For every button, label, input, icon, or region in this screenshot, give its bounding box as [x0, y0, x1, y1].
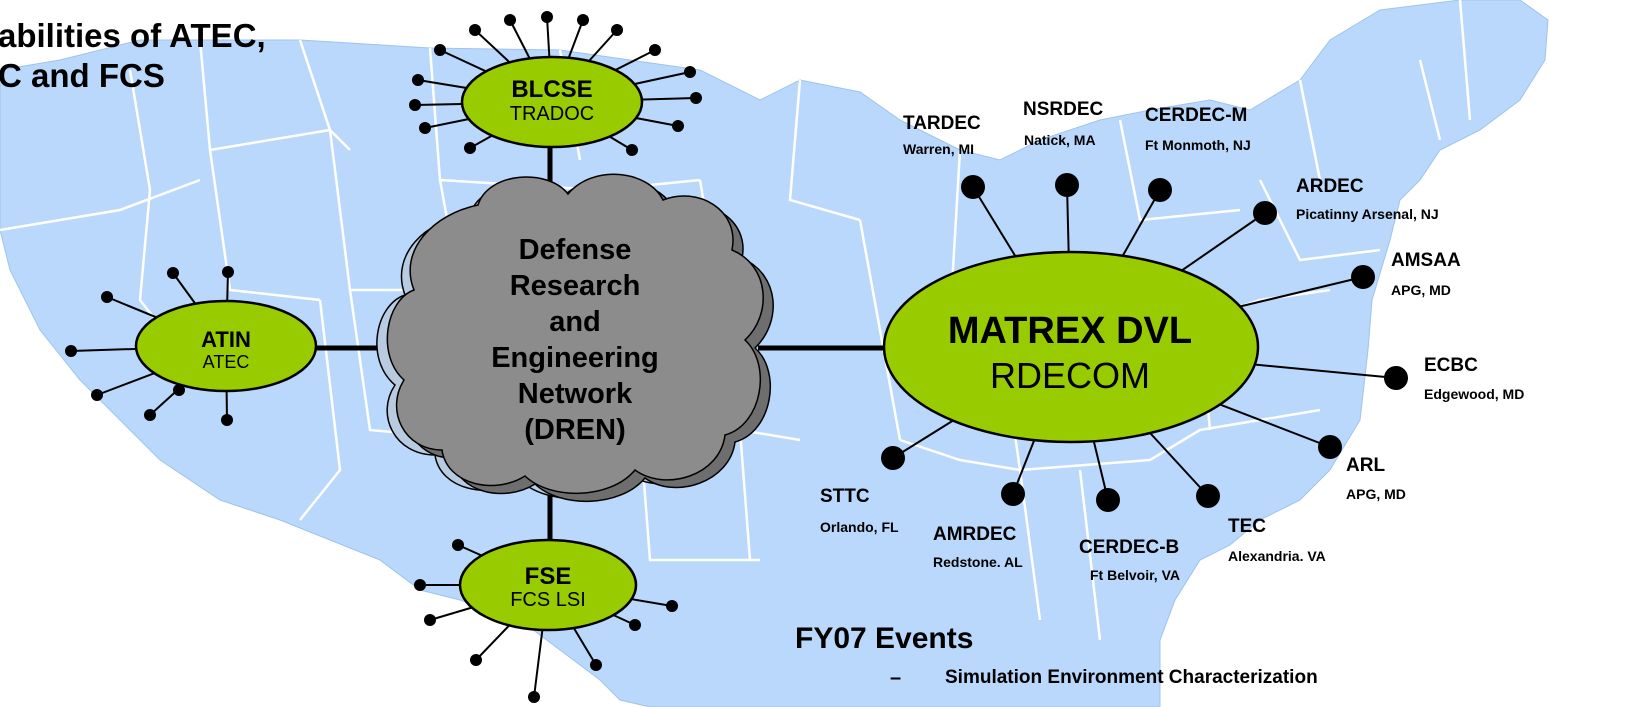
dren-line: (DREN) [524, 414, 626, 446]
slide-title: abilities of ATEC, C and FCS [0, 16, 266, 96]
hub-blcse-sub: TRADOC [509, 103, 595, 125]
dren-label: Defense Research and Engineering Network… [400, 232, 750, 448]
hub-matrex-name: MATREX DVL [947, 310, 1193, 352]
site-location-tec: Alexandria. VA [1228, 548, 1326, 564]
site-node-ardec [1253, 201, 1277, 225]
site-nodes [881, 173, 1408, 512]
hub-atin-sub: ATEC [202, 352, 250, 372]
site-node-tardec [961, 175, 985, 199]
site-location-cerdec-b: Ft Belvoir, VA [1090, 567, 1180, 583]
site-location-amsaa: APG, MD [1391, 282, 1451, 298]
site-node-ecbc [1384, 366, 1408, 390]
site-label-sttc: STTC [820, 486, 870, 507]
slide-title-line-2: C and FCS [0, 57, 165, 94]
hubs [134, 55, 1260, 632]
endpoint-dots [65, 11, 702, 703]
site-node-amrdec [1001, 482, 1025, 506]
site-label-ecbc: ECBC [1424, 355, 1478, 376]
dren-cloud [376, 173, 774, 502]
dren-line: and [549, 306, 601, 338]
site-location-arl: APG, MD [1346, 486, 1406, 502]
us-map-shape [0, 0, 1549, 707]
site-label-cerdec-b: CERDEC-B [1079, 537, 1180, 558]
site-node-cerdec-b [1096, 488, 1120, 512]
events-bullet: – [890, 667, 902, 689]
slide-title-line-1: abilities of ATEC, [0, 17, 266, 54]
site-node-arl [1318, 435, 1342, 459]
dren-line: Defense [518, 234, 632, 266]
site-location-amrdec: Redstone. AL [933, 554, 1023, 570]
site-location-sttc: Orlando, FL [820, 519, 899, 535]
site-location-ecbc: Edgewood, MD [1424, 386, 1525, 402]
hub-matrex [882, 250, 1260, 444]
site-label-ardec: ARDEC [1296, 176, 1364, 197]
site-label-tec: TEC [1228, 516, 1266, 537]
dren-line: Engineering [491, 342, 659, 374]
site-label-arl: ARL [1346, 455, 1386, 476]
cloud-front [386, 173, 764, 494]
site-node-nsrdec [1055, 173, 1079, 197]
site-label-tardec: TARDEC [903, 113, 981, 134]
site-node-sttc [881, 446, 905, 470]
hub-atin-name: ATIN [201, 327, 251, 352]
events-item: Simulation Environment Characterization [945, 667, 1318, 688]
hub-matrex-sub: RDECOM [990, 355, 1150, 396]
site-label-nsrdec: NSRDEC [1023, 99, 1104, 120]
site-label-amsaa: AMSAA [1391, 250, 1461, 271]
site-node-tec [1196, 484, 1220, 508]
site-label-cerdec-m: CERDEC-M [1145, 105, 1248, 126]
site-label-amrdec: AMRDEC [933, 524, 1017, 545]
site-node-amsaa [1351, 265, 1375, 289]
site-location-ardec: Picatinny Arsenal, NJ [1296, 206, 1439, 222]
site-location-nsrdec: Natick, MA [1024, 132, 1096, 148]
dren-line: Research [509, 270, 641, 302]
site-node-cerdec-m [1148, 178, 1172, 202]
hub-blcse-name: BLCSE [511, 76, 593, 103]
hub-fse [458, 538, 638, 632]
dren-line: Network [517, 378, 633, 410]
events-heading: FY07 Events [795, 622, 974, 655]
hub-fse-name: FSE [524, 563, 572, 590]
hub-atin [134, 299, 318, 393]
site-location-tardec: Warren, MI [903, 141, 975, 157]
hub-fse-sub: FCS LSI [510, 589, 586, 611]
hub-blcse [460, 55, 644, 149]
site-location-cerdec-m: Ft Monmoth, NJ [1145, 137, 1251, 153]
